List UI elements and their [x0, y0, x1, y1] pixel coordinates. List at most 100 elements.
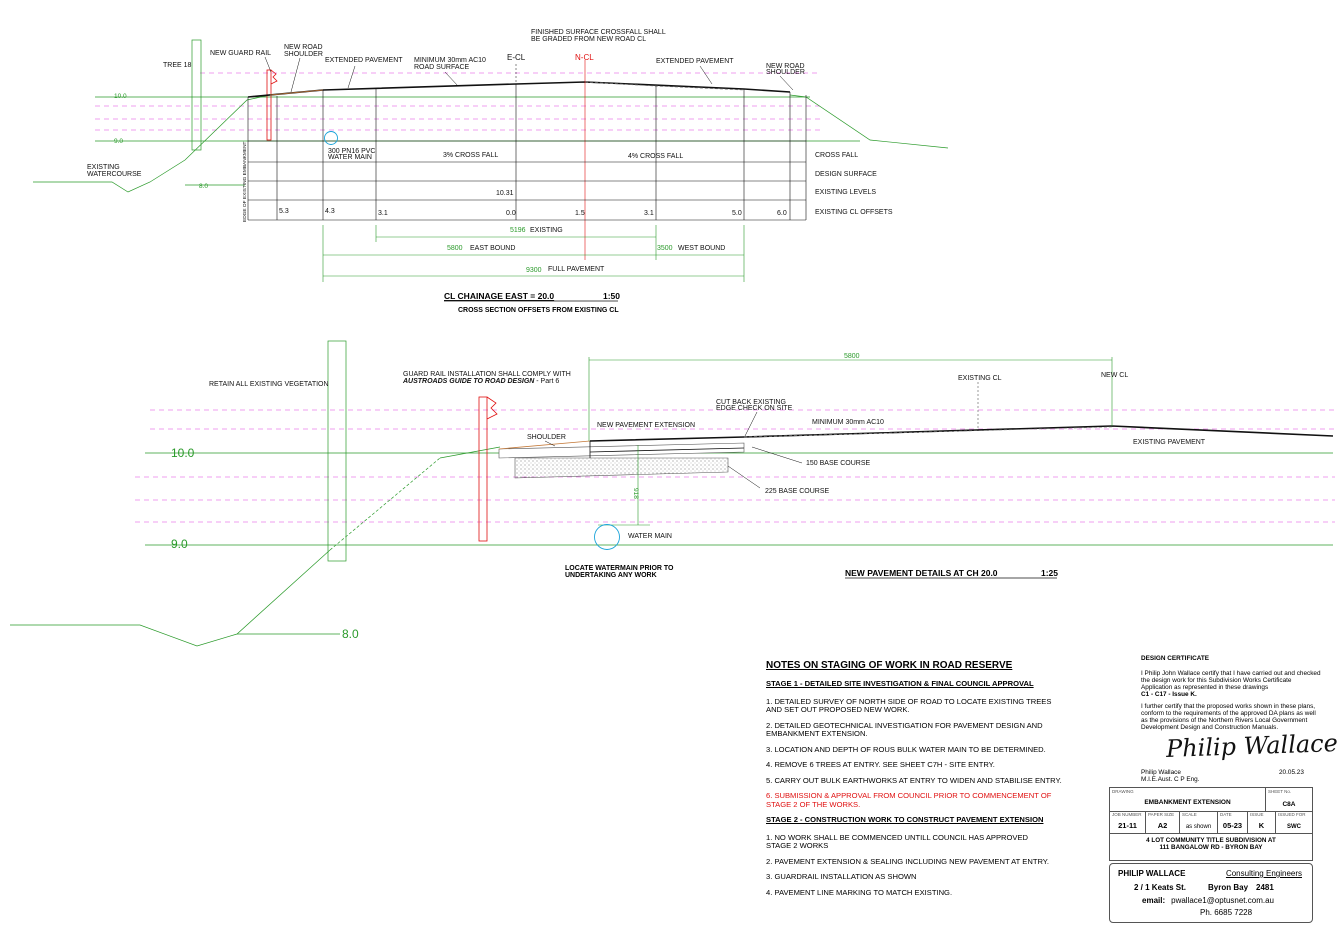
water-main-line2: WATER MAIN: [328, 154, 372, 161]
guard-rail: [266, 69, 278, 141]
level-8-label-2: 8.0: [342, 627, 359, 641]
issued-cell: ISSUED FOR SWC: [1276, 811, 1312, 833]
stage1-item: 5. CARRY OUT BULK EARTHWORKS AT ENTRY TO…: [766, 775, 1062, 785]
issue-cell: ISSUE K: [1248, 811, 1276, 833]
row-cross-fall: CROSS FALL: [815, 152, 858, 159]
base-course-225: [514, 457, 729, 479]
title-block-row2: JOB NUMBER 21-11 PAPER SIZE A2 SCALE as …: [1110, 811, 1312, 834]
vegetation-marker: [327, 340, 347, 562]
certificate-para1: I Philip John Wallace certify that I hav…: [1141, 670, 1321, 698]
offset-value: 6.0: [777, 210, 787, 217]
stage1-item: 1. DETAILED SURVEY OF NORTH SIDE OF ROAD…: [766, 696, 1052, 715]
stage2-item: 1. NO WORK SHALL BE COMMENCED UNTILL COU…: [766, 832, 1029, 851]
section2-title: NEW PAVEMENT DETAILS AT CH 20.0: [845, 568, 998, 578]
section1-title: CL CHAINAGE EAST = 20.0: [444, 291, 554, 301]
dashed-grid: [95, 72, 820, 131]
title-block: DRAWING EMBANKMENT EXTENSION SHEET No. C…: [1109, 787, 1313, 861]
issued-caption: ISSUED FOR: [1278, 812, 1306, 817]
offset-table: [248, 140, 806, 221]
existing-cl-label: EXISTING CL: [958, 375, 1002, 382]
min-surface-line2: ROAD SURFACE: [414, 64, 470, 71]
offset-value: 3.1: [378, 210, 388, 217]
project-description: 4 LOT COMMUNITY TITLE SUBDIVISION AT 111…: [1110, 837, 1312, 851]
firm-address: 2 / 1 Keats St.: [1134, 883, 1187, 892]
level-9-label-2: 9.0: [171, 537, 188, 551]
guard-note-ref: AUSTROADS GUIDE TO ROAD DESIGN: [402, 378, 535, 385]
finished-surface: [247, 81, 791, 98]
locate-line2: UNDERTAKING ANY WORK: [565, 572, 657, 579]
job-number: 21-11: [1118, 821, 1137, 830]
firm-phone: Ph. 6685 7228: [1200, 908, 1253, 917]
leaders-1: [264, 56, 794, 93]
water-main-300-icon: [324, 131, 338, 145]
existing-level-value: 10.31: [496, 190, 514, 197]
dim-east-value: 5800: [447, 245, 463, 252]
certificate-title: DESIGN CERTIFICATE: [1141, 655, 1210, 662]
offset-value: 4.3: [325, 208, 335, 215]
min-ac-label: MINIMUM 30mm AC10: [812, 419, 884, 426]
scale-value: as shown: [1185, 824, 1212, 830]
date-caption: DATE: [1220, 812, 1232, 817]
signature: Philip Wallace: [1165, 729, 1339, 763]
staging-notes: NOTES ON STAGING OF WORK IN ROAD RESERVE…: [766, 660, 1096, 904]
stage2-item: 2. PAVEMENT EXTENSION & SEALING INCLUDIN…: [766, 856, 1050, 866]
cross-fall-right: 4% CROSS FALL: [628, 153, 683, 160]
offset-value: 5.0: [732, 210, 742, 217]
paper-caption: PAPER SIZE: [1148, 812, 1175, 817]
ecl-label: E-CL: [507, 53, 526, 62]
dim-west-label: WEST BOUND: [678, 245, 725, 252]
cross-fall-left: 3% CROSS FALL: [443, 152, 498, 159]
level-lines: [33, 94, 949, 193]
watercourse-line2: WATERCOURSE: [87, 171, 142, 178]
row-existing-levels: EXISTING LEVELS: [815, 189, 876, 196]
offset-value: 1.5: [575, 210, 585, 217]
existing-surface: [584, 81, 745, 91]
section2-scale: 1:25: [1041, 568, 1058, 578]
date-value: 05-23: [1222, 821, 1243, 830]
certificate-date: 20.05.23: [1279, 769, 1304, 776]
signer-quals: M.I.E.Aust. C P Eng.: [1141, 776, 1200, 784]
ncl-label: N-CL: [575, 53, 594, 62]
paper-size: A2: [1157, 821, 1168, 830]
date-cell: DATE 05-23: [1218, 811, 1248, 833]
offset-value: 0.0: [506, 210, 516, 217]
tree-18-marker: [191, 39, 202, 151]
job-cell: JOB NUMBER 21-11: [1110, 811, 1146, 833]
new-cl-label: NEW CL: [1101, 372, 1128, 379]
dim-918-label: 918: [632, 488, 639, 499]
guard-note-part: - Part 6: [534, 378, 559, 385]
firm-postcode: 2481: [1256, 883, 1274, 892]
base-150-label: 150 BASE COURSE: [806, 460, 871, 467]
ext-pavement-right-label: EXTENDED PAVEMENT: [656, 58, 734, 65]
pavement-detail-ch20: RETAIN ALL EXISTING VEGETATION GUARD RAI…: [10, 340, 1335, 647]
new-pavement-extension-label: NEW PAVEMENT EXTENSION: [597, 422, 695, 429]
watercourse-line1: EXISTING: [87, 164, 120, 171]
existing-pavement-label: EXISTING PAVEMENT: [1133, 439, 1206, 446]
issue-value: K: [1258, 821, 1265, 830]
level-9-label: 9.0: [114, 138, 123, 145]
shoulder-left-line2: SHOULDER: [284, 51, 323, 58]
sheet-number: C8A: [1282, 801, 1296, 808]
cut-back-line2: EDGE CHECK ON SITE: [716, 405, 793, 412]
issued-for: SWC: [1287, 824, 1301, 830]
stage1-item: 2. DETAILED GEOTECHNICAL INVESTIGATION F…: [766, 720, 1043, 739]
level-8-label: 8.0: [199, 183, 208, 190]
guard-rail-2: [478, 396, 498, 542]
guard-rail-label: NEW GUARD RAIL: [210, 50, 271, 57]
shoulder-right-line1: NEW ROAD: [766, 63, 805, 70]
shoulder-right-line2: SHOULDER: [766, 69, 805, 76]
finished-surface-note-line1: FINISHED SURFACE CROSSFALL SHALL: [531, 29, 666, 36]
dimension-lines-2: [588, 357, 1113, 526]
leaders-2: [544, 411, 803, 489]
firm-name: PHILIP WALLACE: [1118, 869, 1186, 878]
dim-full-label: FULL PAVEMENT: [548, 266, 605, 273]
sheet-caption: SHEET No.: [1268, 789, 1292, 794]
firm-email: email:pwallace1@optusnet.com.au: [1142, 896, 1274, 905]
project-line2: 111 BANGALOW RD - BYRON BAY: [1159, 844, 1263, 852]
water-main-icon: [594, 524, 620, 550]
offset-value: 5.3: [279, 208, 289, 215]
design-certificate: DESIGN CERTIFICATE I Philip John Wallace…: [1141, 655, 1321, 736]
signer-name: Philip Wallace: [1141, 769, 1181, 776]
paper-cell: PAPER SIZE A2: [1146, 811, 1180, 833]
section1-scale: 1:50: [603, 291, 620, 301]
